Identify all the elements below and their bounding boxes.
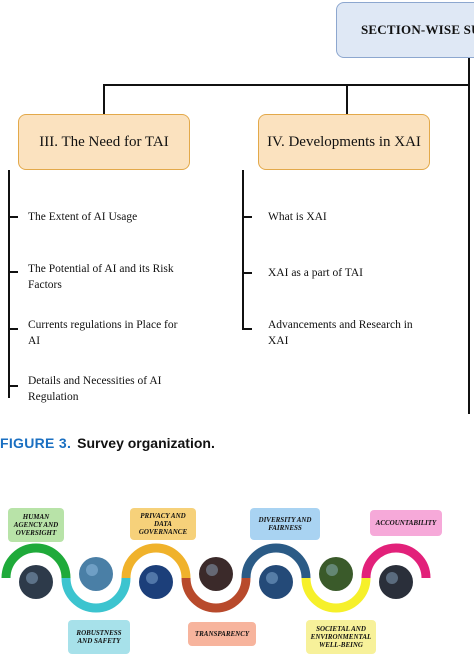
requirement-photo [199, 557, 233, 591]
ribbon-arc [241, 543, 311, 579]
label-transparency: TRANSPARENCY [188, 622, 256, 646]
ribbon-arc [1, 543, 71, 579]
connector-left-down [103, 84, 105, 114]
section-title: IV. Developments in XAI [267, 133, 421, 150]
photo-highlight [266, 572, 278, 584]
connector-horizontal [103, 84, 470, 86]
left-branch-tick [8, 385, 18, 387]
requirement-photo [139, 565, 173, 599]
figure-label: FIGURE 3. [0, 435, 72, 451]
right-branch-tick [242, 216, 252, 218]
right-branch-line [242, 170, 244, 328]
list-item: The Potential of AI and its Risk Factors [28, 263, 174, 291]
photo-highlight [146, 572, 158, 584]
photo-highlight [386, 572, 398, 584]
list-item: Details and Necessities of AI Regulation [28, 375, 162, 403]
list-item: What is XAI [268, 211, 327, 223]
requirement-photo [379, 565, 413, 599]
list-item: Currents regulations in Place for AI [28, 319, 178, 347]
label-diversity: DIVERSITY AND FAIRNESS [250, 508, 320, 540]
right-branch-tick [242, 328, 252, 330]
photo-highlight [326, 564, 338, 576]
list-item: XAI as a part of TAI [268, 267, 363, 279]
ribbon-arc [181, 577, 251, 613]
connector-root-down [468, 58, 470, 85]
requirements-ribbon [1, 543, 431, 613]
survey-root-box: SECTION-WISE SUB [336, 2, 474, 58]
section-box-developments-xai: IV. Developments in XAI [258, 114, 430, 170]
caption-text: Survey organization. [77, 435, 215, 451]
photo-highlight [26, 572, 38, 584]
list-item: The Extent of AI Usage [28, 211, 138, 223]
ribbon-arc [361, 543, 431, 579]
connector-right-down [346, 84, 348, 114]
left-branch-line [8, 170, 10, 398]
label-societal: SOCIETAL AND ENVIRONMENTAL WELL-BEING [306, 620, 376, 654]
connector-root-continue [468, 84, 470, 414]
section-box-need-for-tai: III. The Need for TAI [18, 114, 190, 170]
photo-highlight [86, 564, 98, 576]
ribbon-arc [61, 577, 131, 613]
photo-highlight [206, 564, 218, 576]
ribbon-arc [121, 543, 191, 579]
requirement-photo [79, 557, 113, 591]
left-branch-tick [8, 328, 18, 330]
right-branch-tick [242, 272, 252, 274]
label-robustness: ROBUSTNESS AND SAFETY [68, 620, 130, 654]
left-branch-tick [8, 216, 18, 218]
label-accountability: ACCOUNTABILITY [370, 510, 442, 536]
label-privacy: PRIVACY AND DATA GOVERNANCE [130, 508, 196, 540]
survey-root-label: SECTION-WISE SUB [361, 22, 474, 37]
section-title: III. The Need for TAI [39, 133, 169, 150]
left-branch-tick [8, 271, 18, 273]
list-item: Advancements and Research in XAI [268, 319, 413, 347]
requirement-photo [19, 565, 53, 599]
figure-caption: FIGURE 3. Survey organization. [0, 435, 215, 451]
requirement-photo [259, 565, 293, 599]
requirement-photo [319, 557, 353, 591]
ribbon-arc [301, 577, 371, 613]
label-human-agency: HUMAN AGENCY AND OVERSIGHT [8, 508, 64, 542]
